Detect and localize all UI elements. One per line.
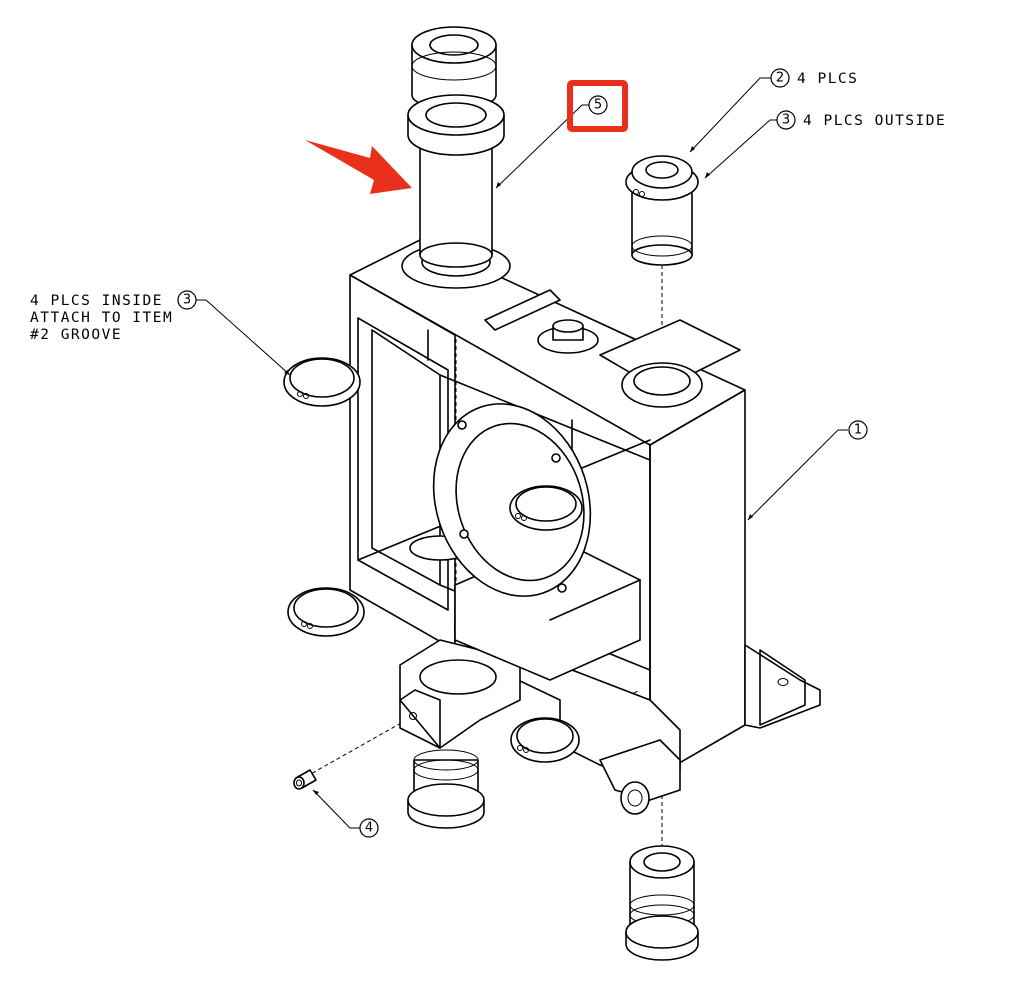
set-screw-item-4	[293, 769, 317, 790]
highlight-annotation	[305, 80, 628, 194]
callout-3-inside-note-line2: ATTACH TO ITEM	[30, 310, 173, 326]
callout-3-outside: 3 4 PLCS OUTSIDE	[776, 110, 946, 130]
retaining-ring-lower-left	[287, 587, 365, 637]
callout-1: 1	[848, 420, 868, 440]
highlight-arrow	[305, 140, 412, 194]
callout-2-number: 2	[776, 71, 784, 86]
callout-3-inside-note-line3: #2 GROOVE	[30, 327, 122, 343]
bushing-bottom-right	[625, 845, 699, 961]
callout-3-inside: 3 4 PLCS INSIDE ATTACH TO ITEM #2 GROOVE	[30, 290, 197, 343]
callout-2: 2 4 PLCS	[770, 68, 858, 88]
leader-lines	[196, 77, 848, 829]
callout-4-number: 4	[365, 821, 373, 836]
callout-3-inside-note-line1: 4 PLCS INSIDE	[30, 293, 163, 309]
callout-3-outside-note: 4 PLCS OUTSIDE	[803, 113, 946, 129]
callout-1-number: 1	[854, 423, 862, 438]
bushing-bottom-left	[407, 749, 485, 829]
bushing-top-right	[625, 155, 699, 266]
callout-3-inside-number: 3	[183, 293, 191, 308]
callout-4: 4	[359, 818, 379, 838]
callout-5-number: 5	[594, 98, 602, 113]
bushing-top-back	[411, 26, 497, 110]
retaining-ring-bottom	[510, 717, 580, 763]
callout-3-outside-number: 3	[782, 113, 790, 128]
retaining-ring-upper-left	[283, 357, 361, 407]
retaining-ring-center	[509, 485, 583, 531]
callout-5: 5	[588, 95, 608, 115]
long-bushing-item-5	[407, 94, 505, 268]
highlight-box	[567, 80, 628, 132]
callout-2-note: 4 PLCS	[797, 71, 858, 87]
